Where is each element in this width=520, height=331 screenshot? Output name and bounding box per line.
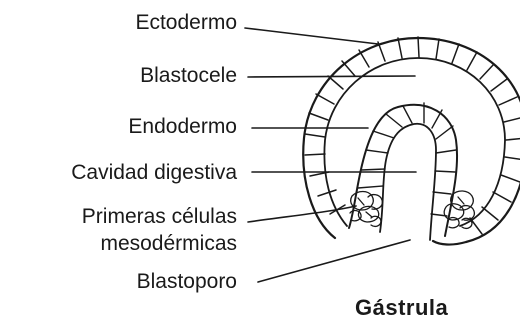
label-blastocele: Blastocele (140, 64, 237, 88)
leader-ectodermo (245, 28, 378, 44)
ectoderm-outer-wall (303, 38, 520, 245)
leader-primeras (248, 206, 356, 222)
ectoderm-inner-wall (324, 58, 505, 226)
mesoderm-cells-right (444, 191, 474, 228)
leader-blastocele (248, 76, 415, 77)
label-cavidad-digestiva: Cavidad digestiva (71, 161, 237, 185)
endoderm-inner-wall (380, 124, 436, 240)
leader-lines (245, 28, 416, 282)
figure-title: Gástrula (355, 295, 448, 321)
label-endodermo: Endodermo (128, 115, 237, 139)
label-blastoporo: Blastoporo (137, 270, 237, 294)
leader-blastoporo (258, 240, 410, 282)
label-ectodermo: Ectodermo (135, 11, 237, 35)
label-mesodermicas: mesodérmicas (100, 232, 237, 256)
label-primeras-celulas: Primeras células (82, 205, 237, 229)
